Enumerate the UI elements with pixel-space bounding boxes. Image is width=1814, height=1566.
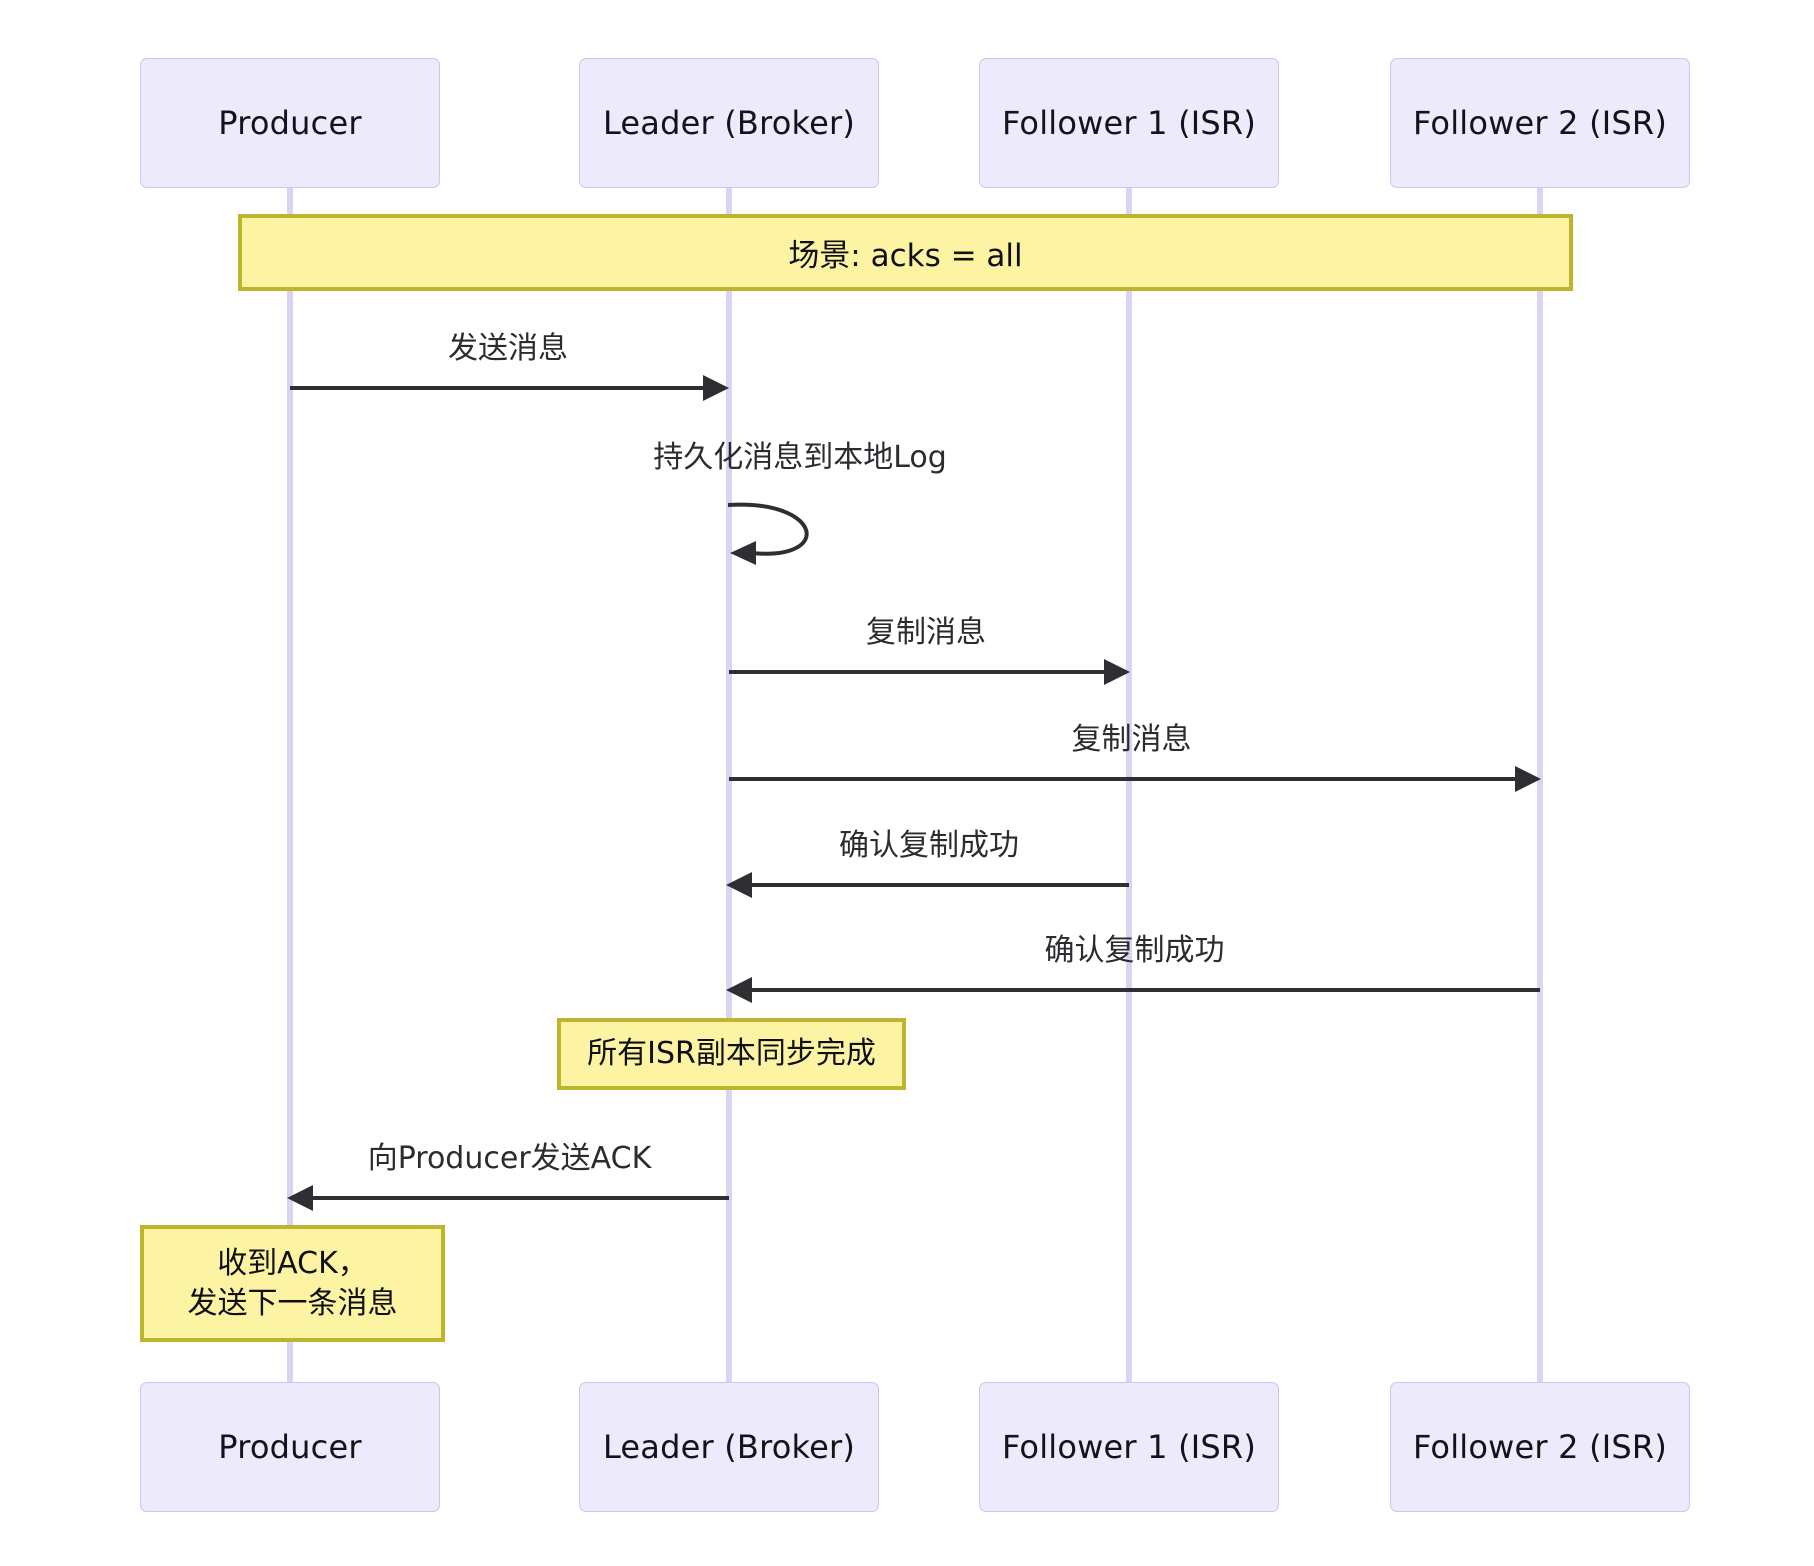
actor-box-producer-bottom[interactable]: Producer bbox=[140, 1382, 440, 1512]
actor-box-follower2-top[interactable]: Follower 2 (ISR) bbox=[1390, 58, 1690, 188]
message-line-m1 bbox=[290, 386, 703, 390]
message-arrowhead-m4 bbox=[1515, 766, 1541, 792]
message-line-m4 bbox=[729, 777, 1515, 781]
message-line-m7 bbox=[313, 1196, 729, 1200]
note-isr-sync-complete: 所有ISR副本同步完成 bbox=[557, 1018, 906, 1090]
message-line-m5 bbox=[752, 883, 1129, 887]
lifeline-producer bbox=[287, 170, 293, 1382]
message-label-m6: 确认复制成功 bbox=[1044, 933, 1225, 968]
note-ack-received: 收到ACK， 发送下一条消息 bbox=[140, 1225, 445, 1342]
actor-box-follower1-bottom[interactable]: Follower 1 (ISR) bbox=[979, 1382, 1279, 1512]
message-arrowhead-m5 bbox=[726, 872, 752, 898]
actor-box-leader-top[interactable]: Leader (Broker) bbox=[579, 58, 879, 188]
actor-box-leader-bottom[interactable]: Leader (Broker) bbox=[579, 1382, 879, 1512]
actor-box-producer-top[interactable]: Producer bbox=[140, 58, 440, 188]
message-label-m3: 复制消息 bbox=[866, 615, 986, 650]
scenario-banner: 场景: acks = all bbox=[238, 214, 1573, 291]
message-arrowhead-m7 bbox=[287, 1185, 313, 1211]
lifeline-follower1 bbox=[1126, 170, 1132, 1382]
message-line-m3 bbox=[729, 670, 1104, 674]
lifeline-leader bbox=[726, 170, 732, 1382]
message-line-m6 bbox=[752, 988, 1540, 992]
message-label-m5: 确认复制成功 bbox=[839, 828, 1019, 863]
message-selfloop-m2 bbox=[722, 495, 852, 565]
message-arrowhead-m3 bbox=[1104, 659, 1130, 685]
actor-box-follower2-bottom[interactable]: Follower 2 (ISR) bbox=[1390, 1382, 1690, 1512]
message-label-m2: 持久化消息到本地Log bbox=[653, 440, 947, 475]
message-label-m7: 向Producer发送ACK bbox=[367, 1141, 652, 1176]
message-label-m1: 发送消息 bbox=[448, 331, 568, 366]
message-arrowhead-m6 bbox=[726, 977, 752, 1003]
actor-box-follower1-top[interactable]: Follower 1 (ISR) bbox=[979, 58, 1279, 188]
message-arrowhead-m1 bbox=[703, 375, 729, 401]
message-label-m4: 复制消息 bbox=[1071, 722, 1192, 757]
